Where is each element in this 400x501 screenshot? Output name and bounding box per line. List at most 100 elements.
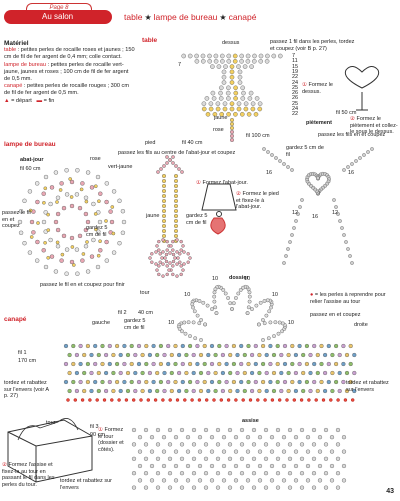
pied-gardez: gardez 5 cm de fil — [186, 213, 208, 226]
canape-tordez-bottom: tordez et rabattez sur l'envers — [60, 478, 112, 491]
pietement-num-3: 12 — [292, 210, 299, 216]
canape-legend: ● = les perles à reprendre pour relier l… — [310, 292, 386, 305]
label-gauche: gauche — [92, 320, 111, 326]
canape-tordez-right: tordez et rabattez sur l'envers — [346, 380, 389, 393]
star-icon: ★ — [219, 13, 227, 22]
assise-diagram — [131, 427, 347, 490]
dossier-diagram — [176, 284, 288, 342]
page-title: table★lampe de bureau★canapé — [124, 12, 256, 22]
materials-lampe: lampe de bureau : petites perles de roca… — [4, 61, 129, 83]
canape-gardez: gardez 5 cm de fil — [124, 318, 146, 331]
label-fil-100: fil 100 cm — [246, 133, 270, 139]
label-tour-canape: tour — [46, 420, 56, 426]
step-lamp-1: ① Formez l'abat-jour. — [196, 180, 248, 186]
pied-instruction: passez les fils au centre de l'abat-jour… — [118, 150, 236, 156]
row-number: 26 — [292, 90, 299, 97]
row-number: 22 — [292, 111, 299, 118]
step-lamp-2: ② Formez le pied et fixez-le à l'abat-jo… — [236, 191, 279, 210]
row-number: 24 — [292, 79, 299, 86]
table-instruction: passez 1 fil dans les perles, tordez et … — [270, 39, 355, 52]
lamp-illustration — [201, 183, 237, 235]
label-fil-40: fil 40 cm — [182, 140, 203, 146]
abat-jour-diagram — [17, 168, 127, 276]
lamp-left-instruction: passez le fil en et coupez — [2, 210, 31, 229]
label-pied: pied — [145, 140, 156, 146]
label-rose-lamp: rose — [90, 156, 101, 162]
label-fil-2: fil 2 — [118, 310, 127, 316]
step-canape-1: ① Formez le tour (dossier et côtés). — [98, 427, 124, 453]
pietement-gardez: gardez 5 cm de fil — [286, 145, 324, 158]
dossier-number: 10 — [244, 276, 251, 283]
pietement-instruction: passez les fils en et coupez — [318, 132, 386, 138]
section-label-lampe: lampe de bureau — [4, 141, 56, 148]
star-icon: ★ — [144, 13, 152, 22]
canape-passez: passez en et coupez — [310, 312, 361, 318]
triangle-icon: ▲ — [4, 97, 10, 104]
row-number: 19 — [292, 68, 299, 75]
label-fil-60: fil 60 cm — [20, 166, 41, 172]
sofa-illustration — [7, 418, 93, 483]
row-number: 7 — [292, 53, 296, 59]
dossier-number: 10 — [168, 319, 175, 326]
label-fil-3: fil 3 — [90, 424, 99, 430]
label-rose: rose — [213, 127, 224, 133]
title-table: table — [124, 12, 143, 22]
label-droite: droite — [354, 322, 368, 328]
title-canape: canapé — [228, 12, 257, 22]
label-assise: assise — [242, 418, 259, 424]
label-dossier: dossier — [229, 275, 249, 281]
label-fil-1-len: 170 cm — [18, 358, 37, 364]
page-number: 43 — [386, 488, 394, 495]
label-tour-lamp: tour — [140, 290, 150, 296]
label-fil-50: fil 50 cm — [336, 110, 357, 116]
table-top-diagram — [181, 53, 283, 142]
canape-tordez-left: tordez et rabattez sur l'envers (voir A … — [4, 380, 49, 399]
label-fil-3-len: 90 cm — [90, 432, 105, 438]
pietement-num-2: 16 — [348, 170, 355, 176]
materials-block: Matériel table : petites perles de rocai… — [4, 40, 136, 105]
pietement-num-5: 16 — [312, 214, 319, 220]
materials-canape: canapé : petites perles de rocaille roug… — [4, 83, 130, 97]
pietement-num-4: 12 — [332, 210, 339, 216]
pietement-num-1: 16 — [266, 170, 273, 176]
label-vert-jaune: vert-jaune — [108, 164, 133, 170]
lamp-gardez: gardez 5 cm de fil — [86, 225, 108, 238]
label-jaune-lamp: jaune — [146, 213, 160, 219]
pietement-diagram — [262, 147, 374, 265]
row-number: 11 — [292, 58, 298, 65]
page-tab: Page 8 — [26, 3, 92, 12]
row-left-7: 7 — [178, 62, 182, 68]
step-table-2: ② Formez le piètement et collez-le sous … — [350, 116, 398, 135]
lamp-foot-diagram — [148, 155, 192, 278]
label-abat-jour: abat-jour — [20, 157, 44, 163]
label-pietement: piètement — [306, 120, 332, 126]
dossier-number: 10 — [287, 319, 294, 326]
label-jaune: jaune — [214, 115, 228, 121]
title-lampe: lampe de bureau — [153, 12, 218, 22]
row-number: 15 — [292, 63, 299, 70]
row-number: 25 — [292, 84, 299, 91]
materials-heading: Matériel — [4, 40, 29, 47]
row-number: 22 — [292, 74, 299, 81]
section-label-canape: canapé — [4, 316, 27, 323]
section-label-table: table — [142, 37, 158, 44]
step-canape-2: ② Formez l'assise et fixez-la au tour en… — [2, 462, 55, 488]
row-number: 26 — [292, 95, 299, 102]
row-number: 24 — [292, 106, 299, 112]
dossier-number: 10 — [271, 292, 278, 299]
materials-table: table : petites perles de rocaille roses… — [4, 47, 135, 61]
section-banner: Au salon — [4, 10, 112, 24]
row-number: 25 — [292, 100, 299, 107]
label-fil-1: fil 1 — [18, 350, 27, 356]
label-fil-2-len: 40 cm — [138, 310, 153, 316]
heart-icon: ▬ — [36, 97, 43, 104]
heart-illustration — [344, 66, 380, 111]
materials-legend: ▲ = départ ▬ = fin — [4, 97, 55, 104]
tour-grid-diagram — [63, 343, 357, 402]
label-dessus: dessus — [222, 40, 240, 46]
step-table-1: ① Formez le dessus. — [302, 82, 333, 95]
dossier-number: 10 — [211, 276, 219, 283]
dossier-number: 10 — [184, 292, 191, 299]
lamp-bottom-instruction: passez le fil en et coupez pour finir — [40, 282, 125, 288]
